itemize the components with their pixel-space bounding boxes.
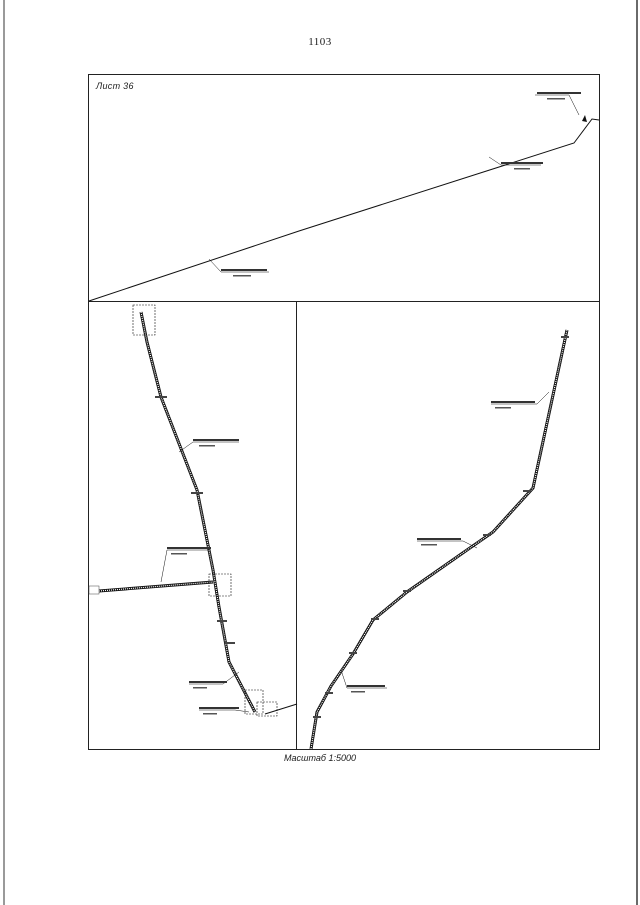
station-mark	[155, 396, 167, 398]
station-mark	[217, 620, 227, 622]
segment-label-mark	[514, 168, 530, 170]
segment-label-mark	[547, 98, 565, 100]
leader-line	[417, 540, 478, 549]
route-map-bottom-right	[309, 329, 569, 750]
leader-line	[488, 156, 541, 166]
sheet-label: Лист 36	[96, 81, 134, 91]
map-sheet: Лист 36	[88, 74, 600, 750]
segment-label-mark	[421, 544, 437, 546]
segment-label-mark	[199, 445, 215, 447]
node-cluster	[208, 573, 232, 597]
node-cluster	[256, 701, 278, 717]
station-mark	[349, 652, 357, 654]
leader-line	[340, 669, 387, 689]
station-mark	[313, 716, 321, 718]
station-mark	[561, 336, 569, 338]
map-panel-bottom-left	[88, 302, 298, 749]
segment-label-mark	[193, 687, 207, 689]
station-mark	[325, 692, 333, 694]
scan-edge-left	[3, 0, 5, 905]
segment-label-mark	[233, 275, 251, 277]
segment-label-mark	[537, 92, 581, 94]
leader-line	[178, 441, 239, 453]
route-line	[88, 118, 600, 302]
station-mark	[403, 590, 411, 592]
segment-label-mark	[221, 269, 267, 271]
segment-label-mark	[167, 547, 211, 549]
segment-label-mark	[417, 538, 461, 540]
station-mark	[191, 492, 203, 494]
route-map-bottom-left	[88, 304, 298, 717]
station-mark	[371, 618, 379, 620]
route-map-top	[88, 92, 600, 302]
station-mark	[483, 534, 491, 536]
scale-caption: Масштаб 1:5000	[283, 753, 357, 763]
leader-line	[208, 258, 269, 273]
station-mark	[523, 490, 531, 492]
leader-line	[189, 671, 240, 685]
route-line	[139, 311, 257, 713]
segment-label-mark	[491, 401, 535, 403]
route-line-hatch	[140, 311, 256, 713]
map-panel-bottom-right	[297, 302, 599, 750]
segment-label-mark	[171, 553, 187, 555]
station-mark	[88, 585, 100, 595]
segment-label-mark	[351, 691, 365, 693]
leader-line	[199, 709, 250, 713]
segment-label-mark	[203, 713, 217, 715]
route-line	[264, 703, 298, 715]
leader-line	[535, 94, 580, 116]
route-line-hatch	[310, 329, 568, 750]
route-branch	[98, 580, 214, 593]
segment-label-mark	[347, 685, 385, 687]
station-mark	[225, 642, 235, 644]
node-cluster	[132, 304, 156, 336]
segment-label-mark	[189, 681, 227, 683]
segment-label-mark	[495, 407, 511, 409]
segment-label-mark	[199, 707, 239, 709]
map-panel-top	[88, 75, 600, 302]
leader-line	[160, 549, 209, 583]
page-number: 1103	[308, 36, 332, 48]
scan-edge-right	[636, 0, 638, 905]
segment-label-mark	[501, 162, 543, 164]
leader-line	[491, 391, 550, 405]
segment-label-mark	[193, 439, 239, 441]
route-node	[582, 115, 587, 122]
